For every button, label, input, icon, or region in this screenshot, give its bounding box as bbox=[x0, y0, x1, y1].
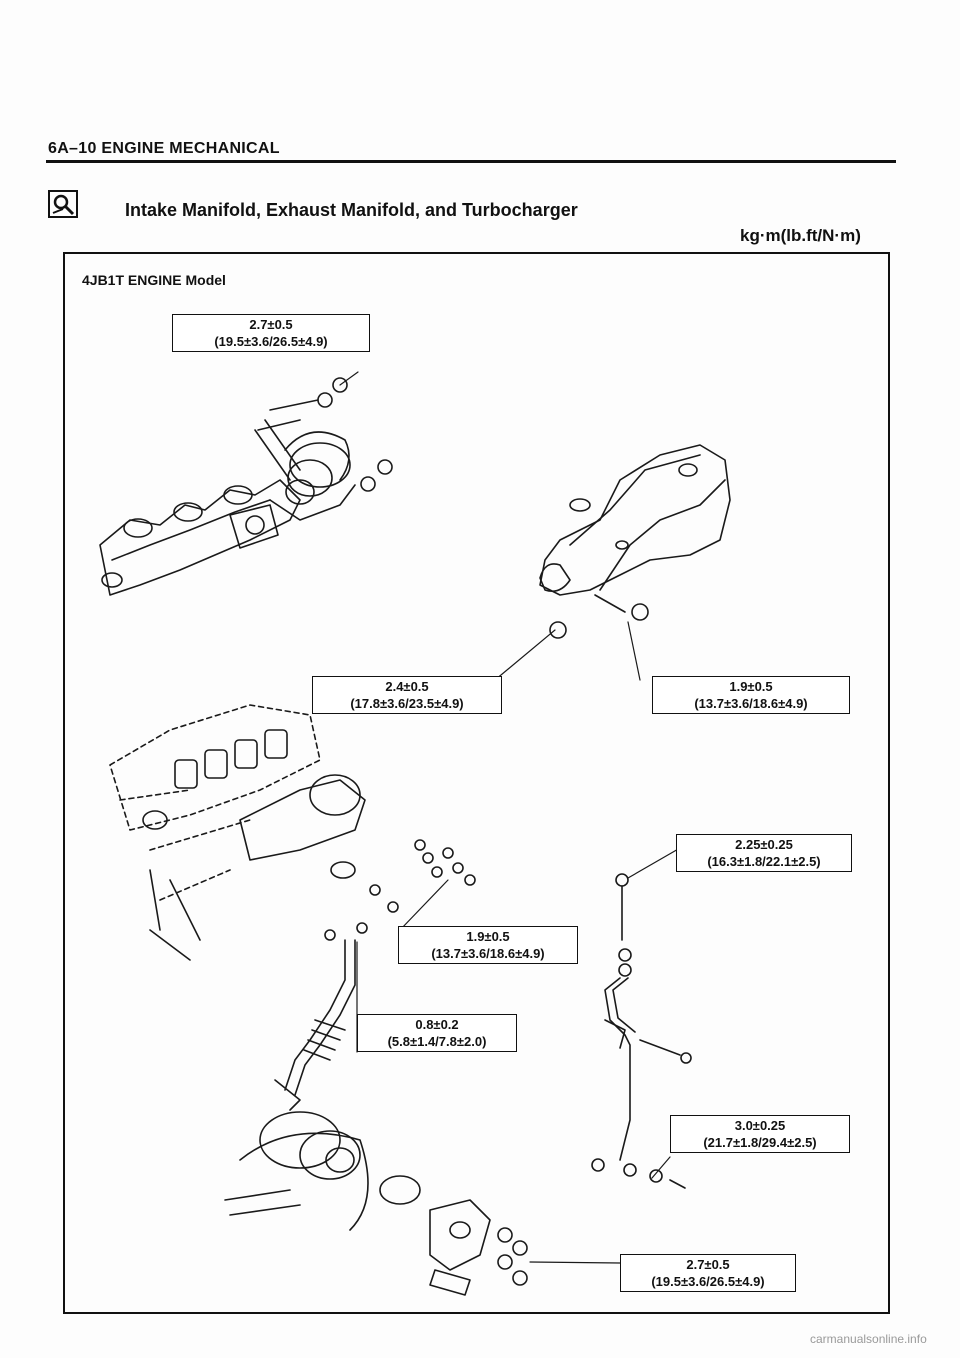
torque-callout-elbow-nuts: 2.7±0.5 (19.5±3.6/26.5±4.9) bbox=[620, 1254, 796, 1292]
intake-manifold-drawing bbox=[109, 704, 321, 901]
torque-callout-oil-return-bolt: 0.8±0.2 (5.8±1.4/7.8±2.0) bbox=[357, 1014, 517, 1052]
figure-frame bbox=[63, 252, 890, 1314]
oil-return-pipe-drawing bbox=[274, 939, 356, 1111]
oil-feed-pipe-drawing bbox=[591, 873, 692, 1189]
wrench-tool-icon bbox=[48, 190, 78, 218]
torque-callout-heat-shield-bolt: 1.9±0.5 (13.7±3.6/18.6±4.9) bbox=[652, 676, 850, 714]
torque-callout-oil-pipe-eyebolt: 3.0±0.25 (21.7±1.8/29.4±2.5) bbox=[670, 1115, 850, 1153]
page-title: Intake Manifold, Exhaust Manifold, and T… bbox=[125, 200, 578, 220]
lower-turbo-drawing bbox=[224, 1111, 528, 1296]
footer-watermark: carmanualsonline.info bbox=[810, 1332, 927, 1346]
bolt-set-drawing bbox=[324, 839, 476, 941]
turbocharger-drawing bbox=[254, 377, 393, 521]
torque-callout-heat-shield-nut: 2.4±0.5 (17.8±3.6/23.5±4.9) bbox=[312, 676, 502, 714]
header-rule bbox=[46, 160, 896, 163]
intake-ports-drawing bbox=[142, 729, 366, 961]
leader-lines bbox=[339, 371, 681, 1264]
torque-callout-turbo-nuts: 2.7±0.5 (19.5±3.6/26.5±4.9) bbox=[172, 314, 370, 352]
torque-callout-oil-feed-bolt: 2.25±0.25 (16.3±1.8/22.1±2.5) bbox=[676, 834, 852, 872]
torque-callout-manifold-nuts: 1.9±0.5 (13.7±3.6/18.6±4.9) bbox=[398, 926, 578, 964]
units-label: kg·m(lb.ft/N·m) bbox=[740, 226, 861, 245]
engine-model-label: 4JB1T ENGINE Model bbox=[82, 272, 226, 288]
section-header: 6A–10 ENGINE MECHANICAL bbox=[48, 140, 280, 157]
exhaust-manifold-drawing bbox=[99, 479, 301, 596]
heat-shield-drawing bbox=[539, 444, 731, 639]
